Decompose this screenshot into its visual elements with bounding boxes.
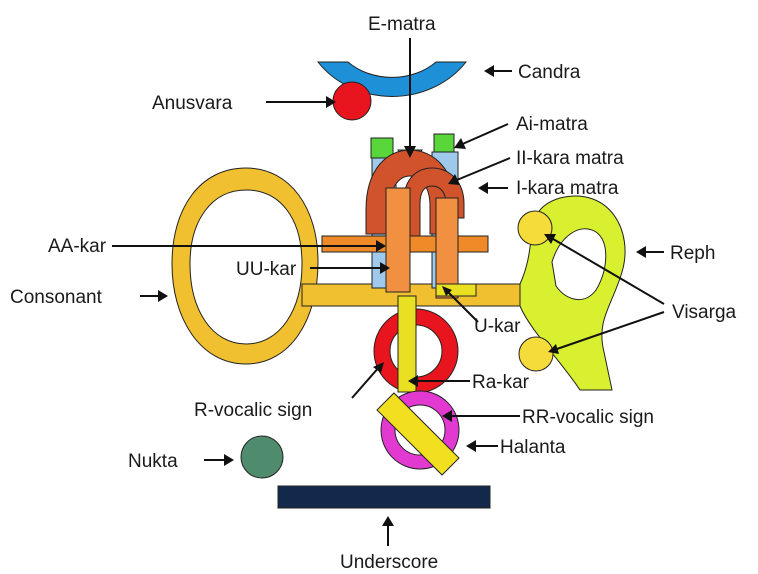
label-consonant: Consonant — [10, 287, 103, 308]
label-i-kara-matra: I-kara matra — [516, 178, 619, 199]
label-visarga: Visarga — [672, 302, 737, 323]
visarga-dot-top — [518, 211, 552, 245]
label-r-vocalic-sign: R-vocalic sign — [194, 400, 312, 421]
nukta-arrowhead — [224, 454, 234, 466]
underscore-arrowhead — [382, 516, 394, 526]
label-ii-kara-matra: II-kara matra — [516, 148, 624, 169]
label-anusvara: Anusvara — [152, 93, 233, 114]
consonant-headbar — [302, 284, 532, 306]
ii-kara-arrow — [452, 158, 510, 182]
ai-matra-arrow — [458, 124, 508, 146]
halanta-arrowhead — [466, 440, 476, 452]
label-uu-kar: UU-kar — [236, 259, 297, 280]
label-nukta: Nukta — [128, 451, 178, 472]
visarga-dot-bottom — [519, 337, 553, 371]
label-underscore: Underscore — [340, 552, 438, 573]
label-u-kar: U-kar — [474, 316, 521, 337]
i-kara-arrowhead — [478, 182, 488, 194]
label-reph: Reph — [670, 243, 715, 264]
r-vocalic-bar — [398, 296, 416, 392]
underscore-bar — [278, 486, 490, 508]
label-candra: Candra — [518, 62, 581, 83]
label-e-matra: E-matra — [368, 14, 436, 35]
label-ai-matra: Ai-matra — [516, 114, 588, 135]
uu-kar-shape — [386, 188, 410, 292]
anusvara-dot — [333, 82, 371, 120]
label-aa-kar: AA-kar — [48, 236, 107, 257]
label-rr-vocalic-sign: RR-vocalic sign — [522, 407, 654, 428]
consonant-arrowhead — [158, 290, 168, 302]
u-kar-shape — [436, 284, 476, 296]
uu-kar-shape-right — [436, 198, 458, 298]
r-vocalic-arrow — [352, 366, 380, 398]
nukta-dot — [241, 436, 283, 478]
reph-arrowhead — [636, 246, 646, 258]
candra-arrowhead — [484, 65, 494, 77]
label-ra-kar: Ra-kar — [472, 372, 530, 393]
label-halanta: Halanta — [500, 437, 566, 458]
